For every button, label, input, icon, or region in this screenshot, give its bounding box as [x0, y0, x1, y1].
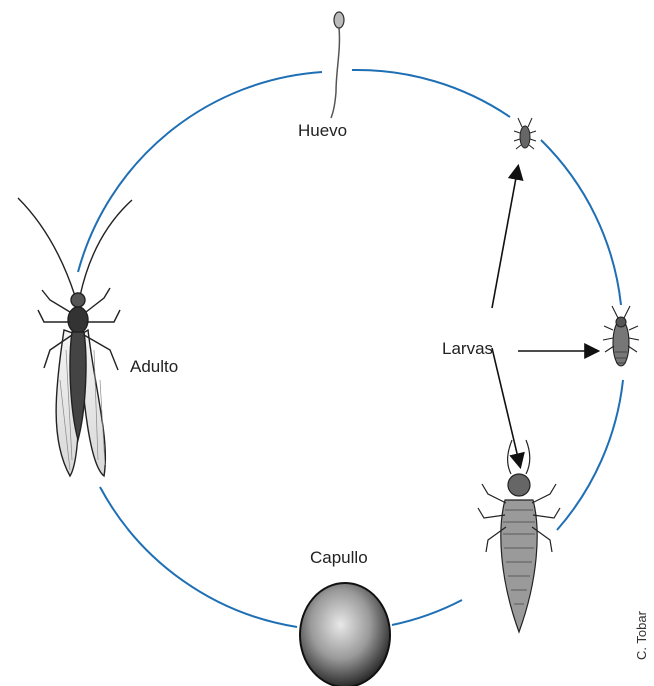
lacewing-adult-icon	[18, 198, 132, 476]
small-larva-icon	[514, 118, 536, 149]
arrow-to-large-larva	[492, 348, 520, 466]
cycle-arc-adult-to-egg	[78, 72, 322, 272]
cocoon-label: Capullo	[310, 548, 368, 568]
stalked-egg-icon	[331, 12, 344, 118]
cycle-arc-larva1-to-larva2	[541, 140, 621, 305]
cocoon-icon	[300, 583, 390, 686]
cycle-arc-cocoon-to-adult	[100, 487, 297, 627]
egg-label: Huevo	[298, 121, 347, 141]
arrow-to-small-larva	[492, 167, 518, 308]
adult-label: Adulto	[130, 357, 178, 377]
cycle-circle	[78, 70, 623, 627]
cycle-arc-larva2-to-larva3	[557, 380, 623, 530]
large-larva-icon	[478, 440, 560, 632]
cycle-arc-larva3-to-cocoon	[392, 600, 462, 625]
cycle-arc-egg-to-larva1	[352, 70, 510, 117]
larvae-label: Larvas	[442, 339, 493, 359]
medium-larva-icon	[603, 306, 639, 366]
larvae-arrows	[492, 167, 597, 466]
image-credit: C. Tobar	[634, 611, 649, 660]
